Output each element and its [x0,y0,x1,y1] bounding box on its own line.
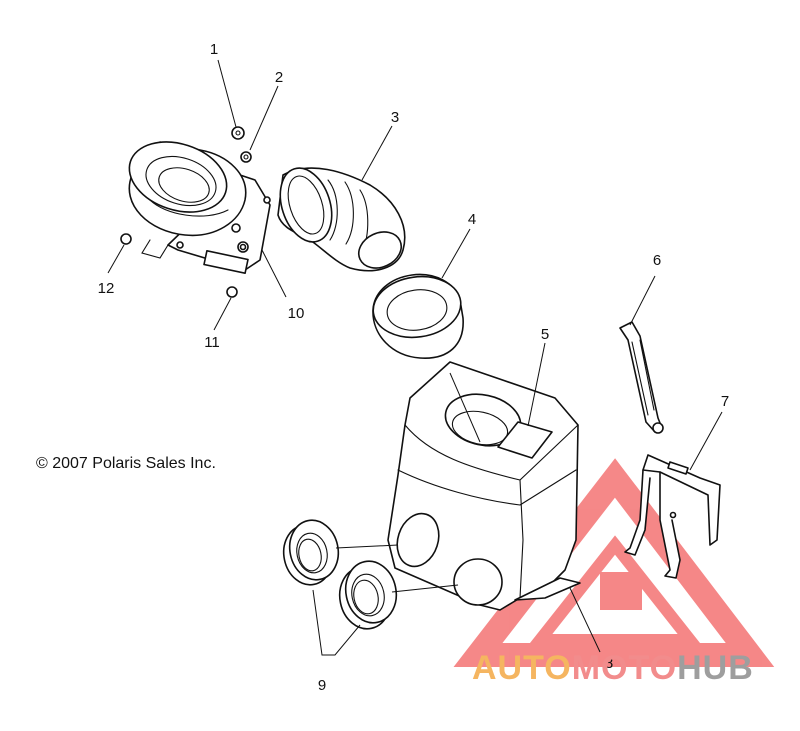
coupler-ring [372,273,464,359]
intake-hose [277,167,406,272]
watermark-wordmark: AUTOMOTOHUB [472,649,754,687]
callout-9: 9 [318,677,326,694]
callout-8: 8 [605,655,613,672]
intake-funnel [128,141,271,275]
screw-11 [226,286,238,298]
callout-6: 6 [653,252,661,269]
callout-7: 7 [721,393,729,410]
seal-ring-upper [282,519,340,586]
callout-2: 2 [275,69,283,86]
callout-3: 3 [391,109,399,126]
callout-10: 10 [288,305,305,322]
callout-12: 12 [98,280,115,297]
airbox [387,361,581,611]
callout-5: 5 [541,326,549,343]
leader-lines [107,59,723,656]
watermark-word-moto: MOTO [572,649,677,687]
nut-12 [120,233,132,245]
callout-1: 1 [210,41,218,58]
callout-11: 11 [204,334,220,351]
bracket [624,454,721,579]
washer-2 [240,151,252,163]
fasteners [120,126,252,298]
callout-4: 4 [468,211,476,228]
watermark-word-auto: AUTO [472,649,572,687]
strap [619,321,664,434]
callout-numbers: 1 2 3 4 5 6 7 8 9 10 11 12 [98,41,730,694]
copyright-text: © 2007 Polaris Sales Inc. [36,455,216,472]
watermark-word-hub: HUB [677,649,754,687]
screw-1 [231,126,245,140]
seal-ring-lower [338,560,398,630]
